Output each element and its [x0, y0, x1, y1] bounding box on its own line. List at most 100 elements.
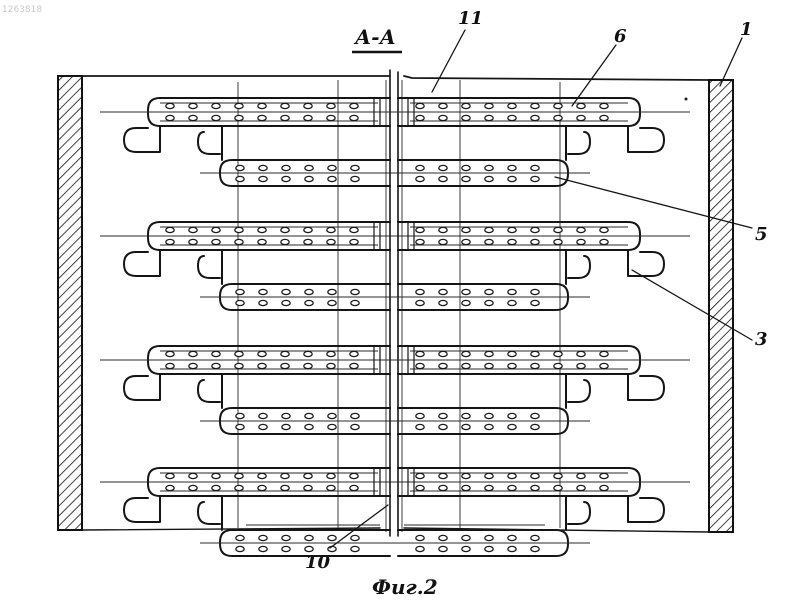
perforation-hole [259, 300, 267, 305]
perforation-hole [577, 485, 585, 490]
perforation-hole [439, 363, 447, 368]
perforation-hole [259, 289, 267, 294]
perforation-hole [508, 300, 516, 305]
perforation-hole [281, 363, 289, 368]
perforation-hole [281, 103, 289, 108]
perforation-hole [439, 485, 447, 490]
perforation-hole [350, 351, 358, 356]
perforation-hole [189, 239, 197, 244]
return-bend-left [124, 374, 160, 400]
perforation-hole [462, 239, 470, 244]
perforation-hole [508, 546, 516, 551]
perforation-hole [212, 239, 220, 244]
return-bend-right [628, 126, 664, 152]
perforation-hole [212, 473, 220, 478]
perforation-hole [189, 485, 197, 490]
perforation-hole [259, 165, 267, 170]
perforation-hole [258, 473, 266, 478]
perforation-hole [531, 165, 539, 170]
perforation-hole [531, 473, 539, 478]
central-column [386, 70, 402, 536]
perforation-hole [462, 300, 470, 305]
perforation-hole [236, 300, 244, 305]
perforation-hole [350, 227, 358, 232]
perforation-hole [485, 485, 493, 490]
perforation-hole [327, 227, 335, 232]
perforation-hole [166, 351, 174, 356]
perforation-hole [531, 103, 539, 108]
perforation-hole [508, 351, 516, 356]
perforation-hole [189, 227, 197, 232]
perforation-hole [259, 546, 267, 551]
callout-6: 6 [614, 26, 627, 47]
perforation-hole [304, 485, 312, 490]
perforation-hole [508, 473, 516, 478]
perforation-hole [508, 165, 516, 170]
perforation-hole [235, 473, 243, 478]
callout-3: 3 [755, 329, 768, 350]
riser-right [566, 496, 590, 530]
housing-bottom-edge [82, 528, 709, 532]
perforation-hole [282, 424, 290, 429]
perforation-hole [258, 485, 266, 490]
perforation-hole [531, 351, 539, 356]
ink-speck [685, 98, 688, 101]
perforation-hole [236, 424, 244, 429]
perforation-hole [258, 351, 266, 356]
perforation-hole [327, 473, 335, 478]
perforation-hole [282, 413, 290, 418]
perforation-hole [189, 351, 197, 356]
perforation-hole [531, 227, 539, 232]
perforation-hole [439, 289, 447, 294]
return-bend-left [124, 250, 160, 276]
perforation-hole [416, 176, 424, 181]
perforation-hole [531, 289, 539, 294]
perforation-hole [212, 485, 220, 490]
perforation-hole [439, 115, 447, 120]
perforation-hole [350, 485, 358, 490]
perforation-hole [462, 546, 470, 551]
perforation-hole [600, 363, 608, 368]
perforation-hole [212, 351, 220, 356]
perforation-hole [485, 165, 493, 170]
perforation-hole [166, 473, 174, 478]
perforation-hole [281, 485, 289, 490]
perforation-hole [166, 485, 174, 490]
perforation-hole [462, 363, 470, 368]
perforation-hole [577, 473, 585, 478]
perforation-hole [439, 239, 447, 244]
perforation-hole [235, 115, 243, 120]
perforation-hole [236, 535, 244, 540]
riser-left [198, 496, 222, 530]
perforation-hole [600, 351, 608, 356]
perforation-hole [258, 363, 266, 368]
perforation-hole [439, 424, 447, 429]
perforation-hole [485, 424, 493, 429]
perforation-hole [554, 485, 562, 490]
perforation-hole [416, 485, 424, 490]
perforation-hole [350, 103, 358, 108]
perforation-hole [439, 473, 447, 478]
perforation-hole [258, 239, 266, 244]
perforation-hole [166, 363, 174, 368]
perforation-hole [282, 535, 290, 540]
perforation-hole [462, 165, 470, 170]
perforation-hole [350, 239, 358, 244]
perforation-hole [328, 300, 336, 305]
perforation-hole [351, 546, 359, 551]
housing-wall-left [58, 76, 82, 530]
perforation-hole [439, 300, 447, 305]
perforation-hole [485, 115, 493, 120]
return-bend-left [124, 126, 160, 152]
perforation-hole [531, 300, 539, 305]
section-label: А-А [353, 25, 396, 49]
perforation-hole [485, 413, 493, 418]
return-bend-right [628, 250, 664, 276]
perforation-hole [462, 413, 470, 418]
perforation-hole [508, 485, 516, 490]
perforation-hole [416, 227, 424, 232]
perforation-hole [531, 363, 539, 368]
perforation-hole [304, 103, 312, 108]
leader-lines [330, 30, 752, 548]
perforation-hole [166, 115, 174, 120]
